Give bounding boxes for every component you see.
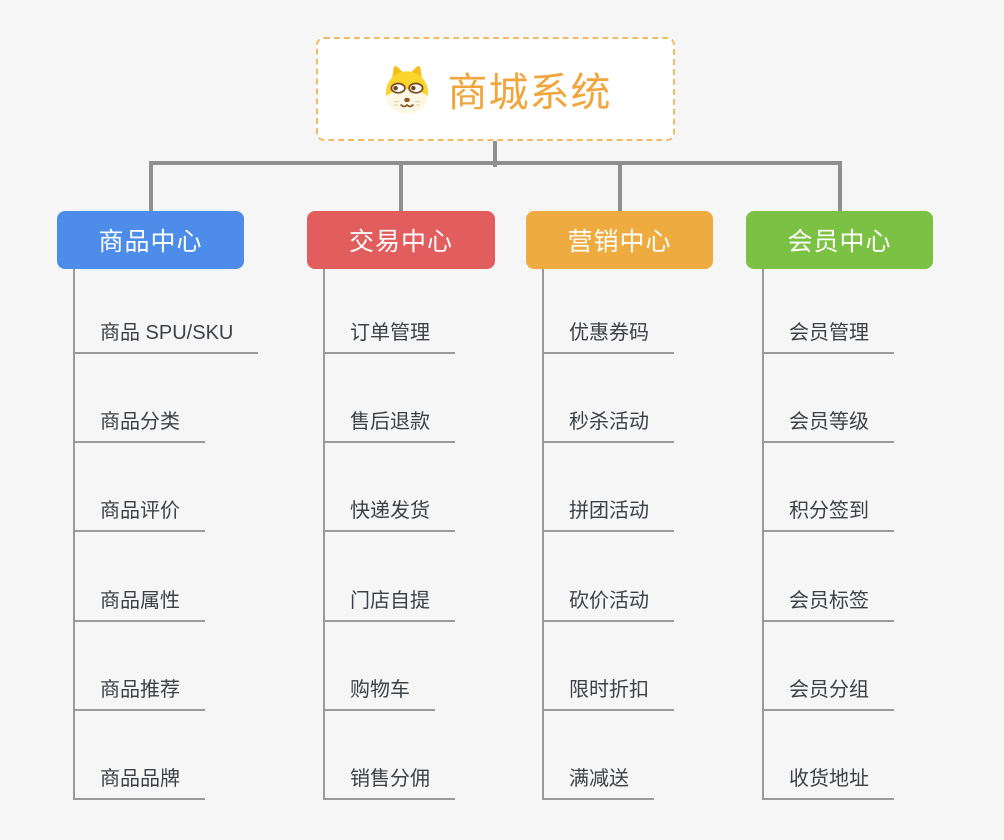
leaf-node-label: 会员标签 — [789, 590, 869, 612]
leaf-node[interactable]: 收货地址 — [762, 759, 894, 800]
leaf-node[interactable]: 商品属性 — [73, 581, 205, 622]
connector-branch-drop — [399, 161, 403, 211]
connector-horizontal-rail — [148, 161, 842, 165]
branch-node-label: 会员中心 — [787, 228, 892, 256]
leaf-node[interactable]: 商品评价 — [73, 491, 205, 532]
leaf-node[interactable]: 商品 SPU/SKU — [73, 313, 259, 354]
leaf-node[interactable]: 满减送 — [542, 759, 654, 800]
leaf-node-label: 门店自提 — [350, 590, 430, 612]
leaf-node[interactable]: 购物车 — [323, 670, 435, 711]
leaf-node[interactable]: 商品分类 — [73, 402, 205, 443]
leaf-node-label: 拼团活动 — [569, 500, 649, 522]
leaf-node-label: 销售分佣 — [350, 768, 430, 790]
leaf-node-label: 商品分类 — [100, 411, 180, 433]
connector-branch-drop — [837, 161, 842, 211]
leaf-node[interactable]: 拼团活动 — [542, 491, 674, 532]
branch-node[interactable]: 交易中心 — [307, 211, 495, 269]
leaf-node[interactable]: 门店自提 — [323, 581, 455, 622]
connector-children-spine — [323, 269, 325, 800]
leaf-node-label: 订单管理 — [350, 322, 430, 344]
connector-children-spine — [73, 269, 75, 800]
leaf-node[interactable]: 限时折扣 — [542, 670, 674, 711]
leaf-node-label: 售后退款 — [350, 411, 430, 433]
leaf-node[interactable]: 快递发货 — [323, 491, 455, 532]
root-node[interactable]: 商城系统 — [316, 37, 675, 141]
leaf-node[interactable]: 会员等级 — [762, 402, 894, 443]
leaf-node[interactable]: 砍价活动 — [542, 581, 674, 622]
leaf-node[interactable]: 订单管理 — [323, 313, 455, 354]
leaf-node-label: 商品推荐 — [100, 679, 180, 701]
leaf-node-label: 会员等级 — [789, 411, 869, 433]
branch-node[interactable]: 营销中心 — [526, 211, 713, 269]
root-node-title: 商城系统 — [447, 71, 612, 115]
branch-node-label: 商品中心 — [98, 228, 203, 256]
connector-children-spine — [762, 269, 764, 800]
leaf-node[interactable]: 秒杀活动 — [542, 402, 674, 443]
leaf-node[interactable]: 销售分佣 — [323, 759, 455, 800]
leaf-node[interactable]: 商品推荐 — [73, 670, 205, 711]
connector-branch-drop — [148, 161, 153, 211]
leaf-node-label: 满减送 — [569, 768, 629, 790]
branch-node[interactable]: 会员中心 — [746, 211, 933, 269]
leaf-node[interactable]: 商品品牌 — [73, 759, 205, 800]
leaf-node[interactable]: 会员管理 — [762, 313, 894, 354]
branch-node[interactable]: 商品中心 — [57, 211, 244, 269]
leaf-node[interactable]: 积分签到 — [762, 491, 894, 532]
leaf-node-label: 商品品牌 — [100, 768, 180, 790]
connector-root-stub — [493, 141, 497, 167]
leaf-node-label: 会员分组 — [789, 679, 869, 701]
leaf-node-label: 优惠券码 — [569, 322, 649, 344]
leaf-node-label: 砍价活动 — [569, 590, 649, 612]
leaf-node-label: 积分签到 — [789, 500, 869, 522]
branch-node-label: 营销中心 — [567, 228, 672, 256]
leaf-node[interactable]: 会员分组 — [762, 670, 894, 711]
leaf-node-label: 快递发货 — [350, 500, 430, 522]
leaf-node[interactable]: 优惠券码 — [542, 313, 674, 354]
leaf-node-label: 限时折扣 — [569, 679, 649, 701]
leaf-node-label: 商品属性 — [100, 590, 180, 612]
leaf-node-label: 商品评价 — [100, 500, 180, 522]
leaf-node-label: 商品 SPU/SKU — [100, 322, 234, 344]
leaf-node-label: 会员管理 — [789, 322, 869, 344]
leaf-node[interactable]: 售后退款 — [323, 402, 455, 443]
connector-children-spine — [542, 269, 544, 800]
leaf-node[interactable]: 会员标签 — [762, 581, 894, 622]
connector-branch-drop — [617, 161, 622, 211]
shiba-dog-icon — [385, 66, 428, 114]
branch-node-label: 交易中心 — [348, 228, 453, 256]
leaf-node-label: 购物车 — [350, 679, 410, 701]
leaf-node-label: 收货地址 — [789, 768, 869, 790]
leaf-node-label: 秒杀活动 — [569, 411, 649, 433]
